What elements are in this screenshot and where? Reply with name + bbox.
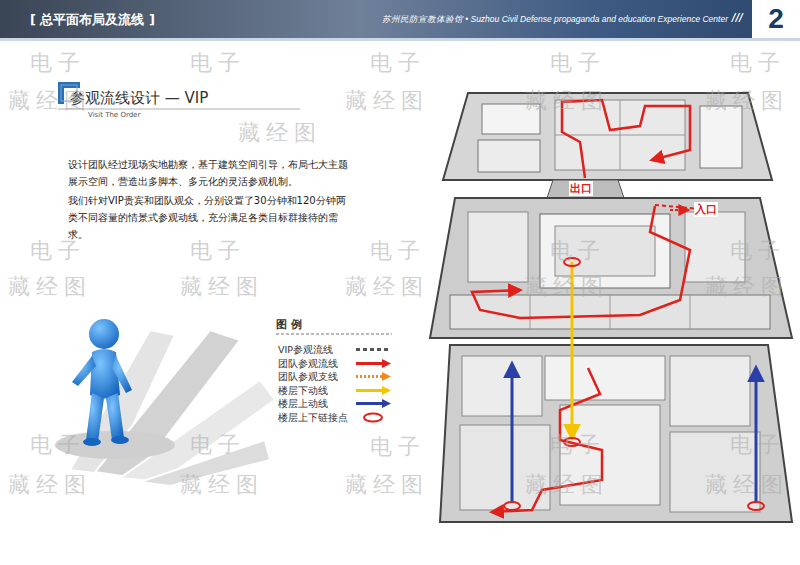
- watermark: 电子: [190, 236, 246, 266]
- legend-sample: [354, 357, 392, 370]
- watermark: 藏经图: [525, 86, 609, 116]
- watermark: 藏经图: [705, 272, 789, 302]
- top-bar: [0, 0, 800, 38]
- legend-row: 团队参观流线: [278, 357, 394, 370]
- legend-sample: [354, 411, 392, 424]
- legend-title: 图 例: [276, 317, 302, 332]
- section-name: [ 总平面布局及流线 ]: [30, 11, 155, 29]
- watermark: 藏经图: [525, 272, 609, 302]
- legend-sample: [354, 397, 392, 410]
- bar-rule: [0, 38, 800, 41]
- page-number: 2: [768, 3, 784, 35]
- watermark: 藏经图: [8, 470, 92, 500]
- watermark: 电子: [550, 430, 606, 460]
- watermark: 电子: [30, 48, 86, 78]
- legend-text: 楼层下动线: [278, 384, 328, 397]
- watermark: 电子: [550, 48, 606, 78]
- watermark: 藏经图: [180, 470, 264, 500]
- watermark: 电子: [190, 430, 246, 460]
- legend-text: VIP参观流线: [278, 343, 333, 356]
- watermark: 电子: [730, 48, 786, 78]
- legend-text: 团队参观支线: [278, 370, 338, 383]
- exit-label: 出口: [569, 181, 593, 196]
- watermark: 电子: [550, 236, 606, 266]
- watermark: 电子: [370, 236, 426, 266]
- legend-row: 楼层上动线: [278, 397, 394, 410]
- legend-row: 团队参观支线: [278, 370, 394, 383]
- watermark: 藏经图: [8, 272, 92, 302]
- watermark: 藏经图: [345, 470, 429, 500]
- slash-mark: ///: [732, 12, 743, 23]
- person-illustration: [55, 319, 275, 486]
- paragraph: 我们针对VIP贵宾和团队观众，分别设置了30分钟和120分钟两类不同容量的情景式…: [68, 192, 355, 243]
- watermark: 藏经图: [180, 272, 264, 302]
- legend-rule: [276, 334, 392, 335]
- watermark: 藏经图: [705, 86, 789, 116]
- paragraph: 设计团队经过现场实地勘察，基于建筑空间引导，布局七大主题展示空间，营造出多脚本、…: [68, 156, 355, 190]
- legend-text: 楼层上下链接点: [278, 411, 348, 424]
- watermark: 藏经图: [345, 272, 429, 302]
- legend-row: 楼层下动线: [278, 384, 394, 397]
- watermark: 藏经图: [345, 86, 429, 116]
- legend-text: 团队参观流线: [278, 357, 338, 370]
- legend-sample: [354, 384, 392, 397]
- watermark: 电子: [30, 236, 86, 266]
- watermark: 电子: [190, 48, 246, 78]
- legend-row: 楼层上下链接点: [278, 411, 394, 424]
- subtitle: Visit The Order: [88, 111, 140, 119]
- entrance-label: 入口: [694, 202, 718, 217]
- watermark: 藏经图: [8, 86, 92, 116]
- watermark: 电子: [30, 430, 86, 460]
- watermark: 电子: [370, 432, 426, 462]
- watermark: 电子: [730, 430, 786, 460]
- project-name: 苏州民防宣教体验馆 • Suzhou Civil Defense propaga…: [382, 14, 728, 26]
- watermark: 电子: [730, 236, 786, 266]
- title-rule: [58, 109, 300, 110]
- watermark: 藏经图: [705, 470, 789, 500]
- page-number-box: 2: [752, 0, 800, 38]
- legend-sample: [354, 370, 392, 383]
- watermark: 电子: [370, 48, 426, 78]
- watermark: 藏经图: [238, 118, 322, 148]
- watermark: 藏经图: [525, 470, 609, 500]
- floor-plans: [430, 93, 792, 522]
- legend-row: VIP参观流线: [278, 343, 394, 356]
- legend-text: 楼层上动线: [278, 397, 328, 410]
- legend-sample: [354, 343, 392, 356]
